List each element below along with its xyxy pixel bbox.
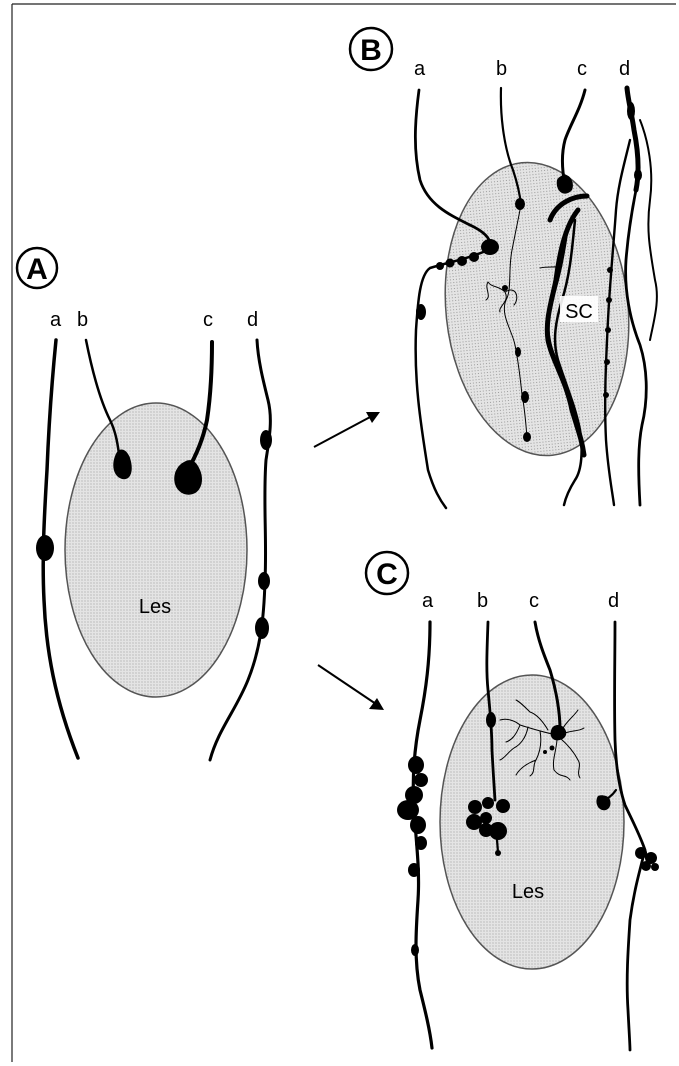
- panel-a-fiber-b-label: b: [77, 309, 88, 331]
- panel-b-fiber-a-bead-4: [436, 262, 444, 270]
- panel-c-fiber-d-cluster-3: [641, 861, 651, 871]
- panel-a-fiber-c-label: c: [203, 309, 213, 331]
- panel-c-fiber-c-node-1: [550, 746, 555, 751]
- arrow-a-to-c: [318, 665, 384, 710]
- panel-c-fiber-b-cluster-7: [480, 812, 492, 824]
- panel-a-label: A: [26, 253, 48, 286]
- panel-c-lesion-label: Les: [512, 881, 544, 903]
- panel-a-fiber-d-label: d: [247, 309, 258, 331]
- panel-c-fiber-c-label: c: [529, 590, 539, 612]
- panel-a-lesion: [65, 403, 247, 697]
- panel-b-fiber-b-bead-1: [515, 198, 525, 210]
- panel-b-fiber-d-label: d: [619, 58, 630, 80]
- panel-b-fiber-d-bead-2: [634, 169, 642, 181]
- panel-b-fiber-d-bead-5: [605, 327, 611, 333]
- panel-c-fiber-a-bulb-1: [408, 756, 424, 774]
- panel-b-fiber-a-label: a: [414, 58, 426, 80]
- panel-c-fiber-d-label: d: [608, 590, 619, 612]
- panel-b-fiber-b-bead-3: [521, 391, 529, 403]
- panel-b-fiber-d-bead-3: [607, 267, 613, 273]
- panel-c-fiber-d-cluster-4: [651, 863, 659, 871]
- panel-c-fiber-b-cluster-3: [496, 799, 510, 813]
- panel-c-fiber-a-label: a: [422, 590, 434, 612]
- panel-c-fiber-b-label: b: [477, 590, 488, 612]
- panel-a-fiber-d-varicosity-1: [260, 430, 272, 450]
- arrow-a-to-b: [314, 412, 380, 447]
- panel-b-fiber-a-bulb: [481, 239, 499, 255]
- panel-b-fiber-a-bead-3: [446, 259, 455, 268]
- panel-b-fiber-d-bead-7: [603, 392, 609, 398]
- panel-b-fiber-d-bead-4: [606, 297, 612, 303]
- panel-b-label: B: [360, 34, 382, 67]
- panel-c-fiber-c-node-2: [543, 750, 547, 754]
- panel-c-label: C: [376, 558, 398, 591]
- panel-a-fiber-d-varicosity-3: [255, 617, 269, 639]
- panel-c-fiber-b-cluster-6: [489, 822, 507, 840]
- panel-c-fiber-a-bulb-8: [411, 944, 419, 956]
- panel-c-fiber-b-cluster-1: [468, 800, 482, 814]
- panel-b-fiber-b-bead-4: [523, 432, 531, 442]
- panel-c-fiber-a: [413, 622, 432, 1048]
- panel-c-fiber-b-cluster-2: [482, 797, 494, 809]
- panel-c-fiber-b-tail-tip: [495, 850, 501, 856]
- panel-a-lesion-label: Les: [139, 596, 171, 618]
- panel-b-fiber-b-arbor-node: [502, 285, 508, 291]
- panel-b-fiber-a-bead-1: [469, 252, 479, 262]
- panel-a-fiber-a-label: a: [50, 309, 62, 331]
- panel-b-fiber-d-bead-6: [604, 359, 610, 365]
- panel-b-fiber-c-label: c: [577, 58, 587, 80]
- panel-c-fiber-a-bulb-6: [415, 836, 427, 850]
- panel-b-lesion: [431, 153, 643, 464]
- panel-b-fiber-d-strand-3: [640, 120, 657, 340]
- panel-c-fiber-a-bulb-7: [408, 863, 420, 877]
- panel-c-fiber-a-bulb-5: [410, 816, 426, 834]
- panel-a-fiber-a-varicosity: [36, 535, 54, 561]
- panel-c-fiber-b-bead: [486, 712, 496, 728]
- panel-b-fiber-d-bead-1: [627, 102, 635, 120]
- panel-b-fiber-a-bead-2: [457, 256, 467, 266]
- panel-b-fiber-a-bead-5: [416, 304, 426, 320]
- panel-b: B a b c d: [350, 28, 657, 508]
- panel-b-fiber-c: [562, 90, 585, 185]
- panel-b-fiber-b-label: b: [496, 58, 507, 80]
- panel-a: A a b c d Les: [17, 248, 272, 760]
- panel-b-fiber-d-strand-1: [626, 190, 647, 505]
- panel-b-lesion-label: SC: [565, 301, 593, 323]
- panel-b-fiber-b-bead-2: [515, 347, 521, 357]
- panel-a-fiber-d-varicosity-2: [258, 572, 270, 590]
- panel-c: C a b c d Les: [366, 552, 659, 1050]
- panel-c-fiber-a-bulb-2: [414, 773, 428, 787]
